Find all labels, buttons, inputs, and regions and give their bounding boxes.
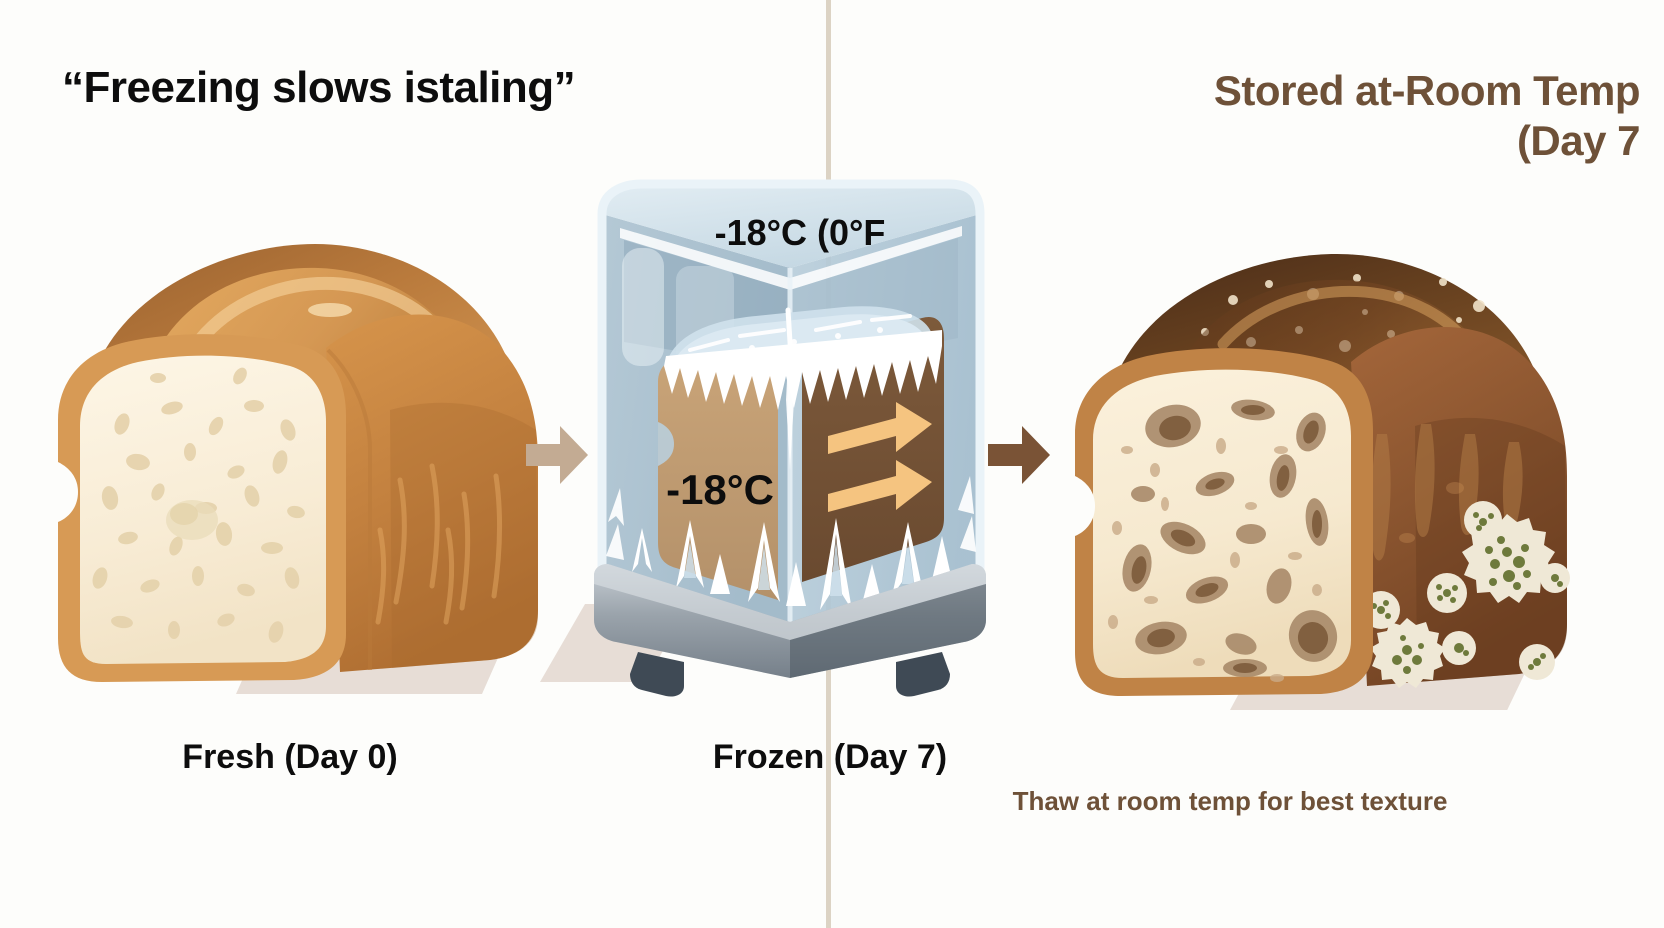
footnote-thaw-tip: Thaw at room temp for best texture bbox=[1012, 786, 1448, 816]
freezer-unit bbox=[580, 170, 1000, 710]
page-title-right-line2: (Day 7 bbox=[1516, 116, 1641, 164]
freezer-temperature-label-top: -18°C (0°F bbox=[714, 212, 886, 253]
stale-bread-loaf bbox=[1055, 238, 1575, 708]
arrow-fresh-to-frozen bbox=[524, 424, 590, 486]
caption-fresh: Fresh (Day 0) bbox=[182, 738, 398, 776]
freezer-temperature-label-inner: -18°C bbox=[666, 466, 774, 513]
page-title-right-line1: Stored at-Room Temp bbox=[1213, 67, 1641, 114]
caption-frozen: Frozen (Day 7) bbox=[712, 738, 948, 776]
arrow-frozen-to-stale bbox=[986, 424, 1052, 486]
page-title-left: “Freezing slows istaling” bbox=[62, 63, 576, 112]
fresh-bread-loaf bbox=[40, 230, 550, 700]
page-title-right: Stored at-Room Temp (Day 7 bbox=[900, 66, 1641, 165]
